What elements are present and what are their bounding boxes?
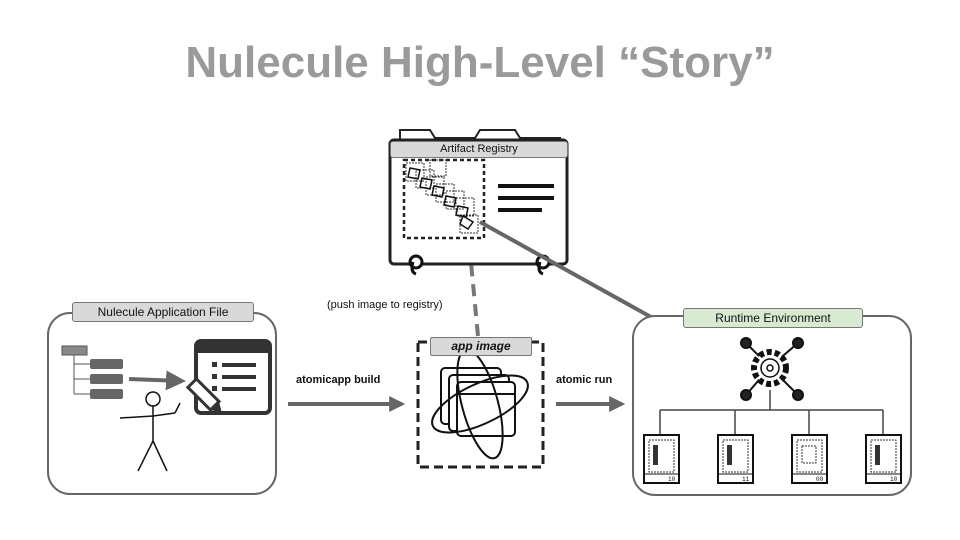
push-label: (push image to registry) <box>327 299 443 311</box>
stick-figure-icon <box>119 391 181 472</box>
slide-title: Nulecule High-Level “Story” <box>185 38 775 87</box>
gear-hub-icon <box>740 337 804 401</box>
node-label: 10 <box>890 476 898 483</box>
tree-to-editor-arrow <box>128 370 186 391</box>
node-label: 10 <box>668 476 676 483</box>
server-node <box>865 434 902 484</box>
push-arrow <box>463 248 480 337</box>
run-label: atomic run <box>556 374 613 386</box>
server-node <box>791 434 828 484</box>
registry-label: Artifact Registry <box>390 141 568 158</box>
node-label: 11 <box>742 476 750 483</box>
app-image-panel <box>416 340 545 469</box>
server-node <box>717 434 754 484</box>
server-node <box>643 434 680 484</box>
editor-icon <box>185 339 272 415</box>
runtime-label: Runtime Environment <box>683 308 863 328</box>
app-file-label: Nulecule Application File <box>72 302 254 322</box>
app-image-label: app image <box>430 337 532 356</box>
node-connectors <box>659 390 884 435</box>
node-label: 00 <box>816 476 824 483</box>
build-label: atomicapp build <box>296 374 381 386</box>
file-tree-icon <box>61 345 123 399</box>
node-label-group: 10 11 00 10 <box>668 476 898 483</box>
